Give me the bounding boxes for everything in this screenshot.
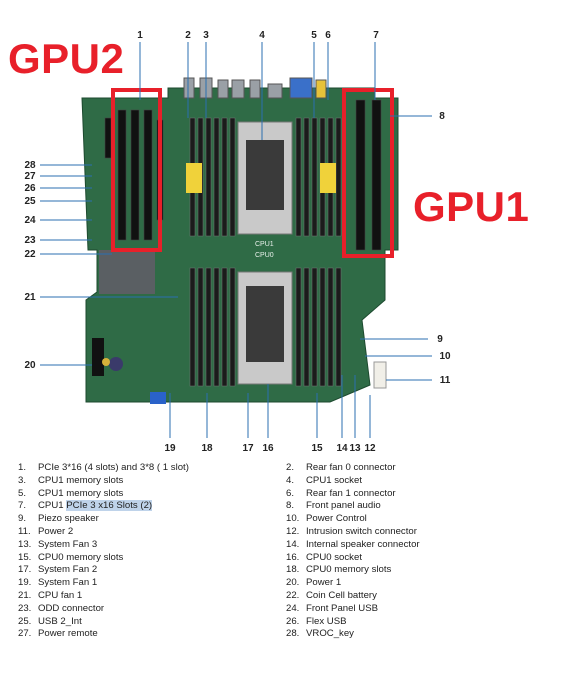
legend-item-26: 26.Flex USB xyxy=(286,615,347,627)
callout-15: 15 xyxy=(311,443,323,454)
legend-item-8: 8.Front panel audio xyxy=(286,500,381,512)
legend-item-6: 6.Rear fan 1 connector xyxy=(286,487,396,499)
legend-item-20: 20.Power 1 xyxy=(286,577,342,589)
legend-item-14: 14.Internal speaker connector xyxy=(286,538,420,550)
callout-4: 4 xyxy=(259,30,265,41)
pcie-slots-gpu1 xyxy=(355,99,382,251)
legend-item-15: 15.CPU0 memory slots xyxy=(18,551,124,563)
callout-22: 22 xyxy=(24,249,36,260)
gpu1-label: GPU1 xyxy=(413,183,530,230)
legend-item-4: 4.CPU1 socket xyxy=(286,474,362,486)
legend-item-7: 7.CPU1 PCIe 3 x16 Slots (2) xyxy=(18,500,153,512)
power-2-connector xyxy=(373,361,387,389)
callout-25: 25 xyxy=(24,196,36,207)
callout-10: 10 xyxy=(439,351,451,362)
legend-item-12: 12.Intrusion switch connector xyxy=(286,526,417,537)
callout-27: 27 xyxy=(24,171,36,182)
legend-item-18: 18.CPU0 memory slots xyxy=(286,564,392,576)
callout-24: 24 xyxy=(24,215,36,226)
legend-item-3: 3.CPU1 memory slots xyxy=(18,474,124,486)
legend-item-25: 25.USB 2_Int xyxy=(18,615,82,627)
legend-item-22: 22.Coin Cell battery xyxy=(286,590,377,601)
legend-item-5: 5.CPU1 memory slots xyxy=(18,487,124,499)
legend-item-13: 13.System Fan 3 xyxy=(18,538,98,550)
callout-6: 6 xyxy=(325,30,331,41)
legend-item-1: 1.PCIe 3*16 (4 slots) and 3*8 ( 1 slot) xyxy=(18,462,189,473)
gpu1-highlight-box xyxy=(342,88,394,258)
legend-item-24: 24.Front Panel USB xyxy=(286,602,378,614)
cpu0-socket xyxy=(237,271,293,385)
board-text-cpu0: CPU0 xyxy=(255,252,274,259)
usb-blue-connector xyxy=(150,392,166,404)
callout-13: 13 xyxy=(349,443,361,454)
callout-7: 7 xyxy=(373,30,379,41)
legend-item-28: 28.VROC_key xyxy=(286,628,354,640)
memory-slot-latch-right xyxy=(320,163,336,193)
callout-3: 3 xyxy=(203,30,209,41)
legend-item-2: 2.Rear fan 0 connector xyxy=(286,462,396,473)
board-text-cpu1: CPU1 xyxy=(255,241,274,248)
legend-item-17: 17.System Fan 2 xyxy=(18,564,98,576)
capacitor-yellow xyxy=(102,358,110,366)
callout-26: 26 xyxy=(24,183,36,194)
cpu0-memory-slots xyxy=(189,267,342,387)
callout-12: 12 xyxy=(364,443,376,454)
legend-item-11: 11.Power 2 xyxy=(18,526,74,537)
legend-item-23: 23.ODD connector xyxy=(18,602,105,614)
vrm-heatsink-left xyxy=(99,250,155,294)
capacitor xyxy=(109,357,123,371)
callout-19: 19 xyxy=(164,443,176,454)
callout-1: 1 xyxy=(137,30,143,41)
callout-23: 23 xyxy=(24,235,36,246)
legend-item-10: 10.Power Control xyxy=(286,513,367,525)
callout-20: 20 xyxy=(24,360,36,371)
legend-item-21: 21.CPU fan 1 xyxy=(18,590,83,601)
callout-21: 21 xyxy=(24,292,36,303)
memory-slot-latch-left xyxy=(186,163,202,193)
callout-lines xyxy=(40,42,432,438)
callout-16: 16 xyxy=(262,443,274,454)
callout-2: 2 xyxy=(185,30,191,41)
motherboard-diagram: CPU1 CPU0 xyxy=(24,30,451,454)
callout-5: 5 xyxy=(311,30,317,41)
legend-item-9: 9.Piezo speaker xyxy=(18,513,99,525)
callout-18: 18 xyxy=(201,443,213,454)
legend-item-27: 27.Power remote xyxy=(18,628,98,640)
cpu1-socket xyxy=(237,121,293,235)
callout-14: 14 xyxy=(336,443,348,454)
callout-28: 28 xyxy=(24,160,36,171)
legend-item-7-highlight: PCIe 3 x16 Slots (2) xyxy=(66,500,153,512)
callout-9: 9 xyxy=(437,334,443,345)
legend-item-19: 19.System Fan 1 xyxy=(18,577,98,589)
rear-io-connectors xyxy=(183,77,327,99)
legend-item-16: 16.CPU0 socket xyxy=(286,551,362,563)
callout-17: 17 xyxy=(242,443,254,454)
gpu2-highlight-box xyxy=(111,88,162,252)
power-1-connector xyxy=(92,338,104,376)
gpu2-label: GPU2 xyxy=(8,35,125,82)
callout-8: 8 xyxy=(439,111,445,122)
callout-11: 11 xyxy=(440,375,451,386)
